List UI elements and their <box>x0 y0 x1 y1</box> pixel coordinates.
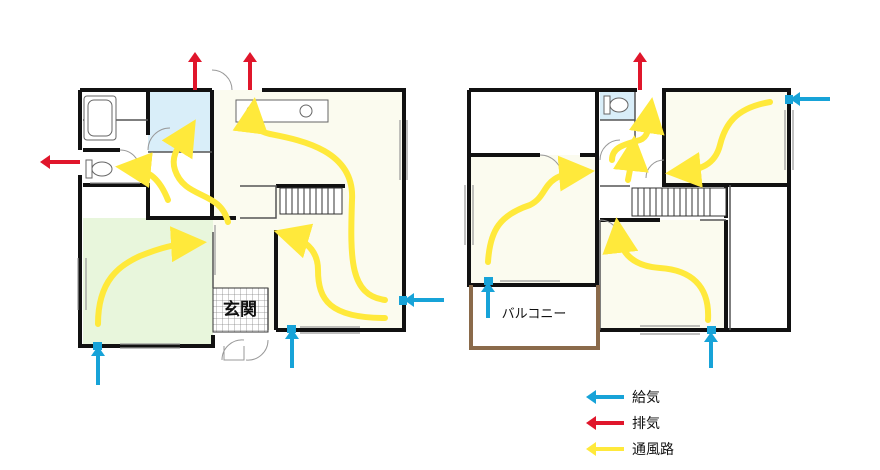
bathtub <box>83 95 117 141</box>
balcony-label: バルコニー <box>502 307 567 322</box>
exhaust-arrow-icon <box>188 52 202 90</box>
exhaust-arrow-icon <box>633 52 647 90</box>
balcony-rail <box>469 285 600 350</box>
exhaust-arrow-icon <box>586 416 624 430</box>
stairs-second-floor <box>631 187 727 217</box>
supply-arrow-icon <box>285 325 299 368</box>
airflow-hall-north <box>612 135 649 183</box>
supply-arrows-second-floor <box>481 92 830 368</box>
airflow-bedroom-northeast <box>665 99 773 188</box>
supply-arrow-icon <box>481 277 495 318</box>
supply-arrow-icon <box>586 390 624 404</box>
stairs-first-floor <box>279 187 343 215</box>
airflow-path-icon <box>586 442 624 456</box>
airflow-bedroom-west <box>485 155 595 265</box>
supply-arrow-icon <box>399 293 444 307</box>
supply-arrow-icon <box>704 326 718 368</box>
first-floor-plan: 玄関 <box>40 52 444 385</box>
legend-label: 通風路 <box>632 442 674 458</box>
supply-arrow-icon <box>785 92 830 106</box>
airflow-paths-second-floor <box>485 97 773 323</box>
toilet-second-floor <box>603 95 629 115</box>
exhaust-arrows-second-floor <box>633 52 647 90</box>
legend-item-exhaust: 排気 <box>584 410 674 436</box>
balcony-floor <box>471 285 597 347</box>
airflow-paths-first-floor <box>95 97 388 327</box>
legend-item-supply: 給気 <box>584 384 674 410</box>
legend-label: 給気 <box>632 390 660 406</box>
supply-arrows-first-floor <box>91 293 444 385</box>
airflow-tatami <box>95 226 207 327</box>
second-floor-plan: バルコニー <box>464 52 830 368</box>
entrance-label: 玄関 <box>223 299 257 320</box>
entrance-tile-floor <box>212 287 269 333</box>
airflow-living-lower <box>273 223 388 321</box>
legend-label: 排気 <box>632 416 660 432</box>
exhaust-arrow-icon <box>40 155 80 169</box>
exhaust-arrows-first-floor <box>40 52 257 169</box>
tatami-room-floor <box>83 218 213 346</box>
airflow-hall <box>161 119 231 225</box>
supply-arrow-icon <box>91 342 105 385</box>
exhaust-arrow-icon <box>243 52 257 90</box>
airflow-living-main <box>232 97 388 303</box>
legend: 給気 排気 通風路 <box>584 384 674 462</box>
airflow-bedroom-southeast <box>602 217 712 323</box>
toilet-first-floor <box>85 159 113 179</box>
legend-item-airflow: 通風路 <box>584 436 674 462</box>
airflow-washroom <box>115 152 171 203</box>
